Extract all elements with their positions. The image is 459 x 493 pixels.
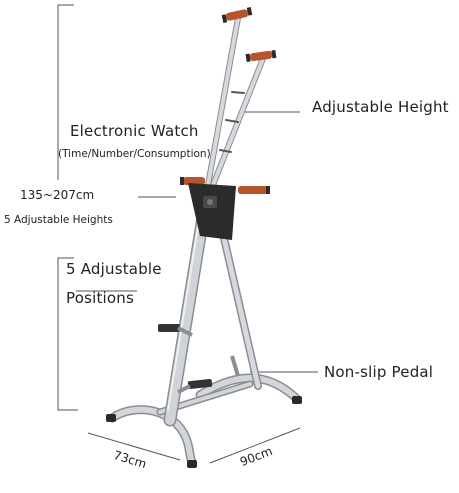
top-grip	[221, 6, 253, 24]
foot-cap-front	[187, 460, 197, 468]
width-dimension-line	[209, 427, 301, 464]
depth-dimension-line	[87, 432, 181, 461]
middle-grip	[245, 49, 277, 63]
foot-pedals	[158, 324, 240, 394]
adjustable-height-label: Adjustable Height	[312, 98, 449, 116]
guide-lines	[57, 4, 318, 464]
positions-bracket	[57, 257, 78, 411]
rear-support	[214, 208, 262, 390]
non-slip-pedal-label: Non-slip Pedal	[324, 363, 434, 381]
watch-functions-label: (Time/Number/Consumption)	[58, 148, 211, 160]
adjustable-heights-label: 5 Adjustable Heights	[4, 214, 113, 226]
foot-cap-left	[106, 414, 116, 422]
height-range-bracket	[57, 4, 74, 180]
height-range-label: 135~207cm	[20, 188, 95, 202]
electronic-watch-label: Electronic Watch	[70, 122, 199, 140]
handle-tubes	[205, 15, 267, 188]
adjustable-positions-label-line1: 5 Adjustable	[66, 260, 162, 278]
foot-cap-right	[292, 396, 302, 404]
main-mast	[163, 198, 212, 427]
electronic-watch-console	[188, 183, 236, 240]
side-grips	[180, 177, 270, 194]
adjustable-positions-label-line2: Positions	[66, 289, 135, 307]
